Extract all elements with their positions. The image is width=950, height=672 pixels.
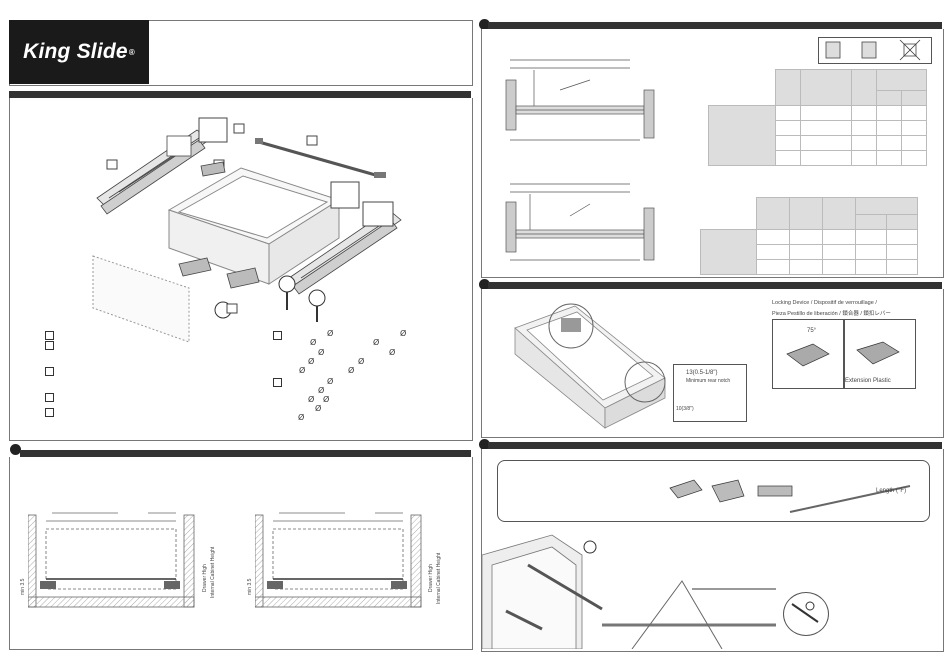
diameter-symbol: Ø (310, 338, 317, 347)
section-bullet (10, 444, 21, 455)
section-bullet (479, 19, 490, 30)
locking-title-line1: Locking Device / Dispositif de verrouill… (772, 300, 877, 306)
min-height-label-a: min 3.5 (20, 578, 26, 595)
spec-check-2 (45, 341, 54, 350)
drawer-box (167, 167, 341, 285)
notch-note-label: Minimum rear notch (686, 378, 731, 384)
spec-check-4 (45, 393, 54, 402)
extension-plastic-label: Extension Plastic (845, 378, 891, 384)
drawer-front (92, 255, 190, 343)
spec-table-b (700, 197, 918, 275)
cabinet-panel (9, 457, 473, 650)
slide-side-view-2 (505, 183, 655, 261)
screwdriver-icon (791, 601, 819, 623)
slide-side-view-1 (505, 59, 655, 141)
section-bar-install (488, 442, 942, 449)
section-bar-cabinet (20, 450, 471, 457)
drawer-locking-view (514, 303, 666, 429)
angle-label: 75° (807, 328, 817, 334)
diameter-symbol: Ø (400, 329, 407, 338)
diameter-symbol: Ø (348, 366, 355, 375)
section-bullet (479, 439, 490, 450)
drawer-height-label-b: Drawer High (428, 564, 434, 592)
min-height-label-b: min 3.5 (247, 578, 253, 595)
cabinet-height-label-b: Internal Cabinet Height (436, 552, 442, 604)
brand-reg-mark: ® (128, 47, 135, 57)
spec-check-3 (45, 367, 54, 376)
parts-strip (497, 460, 930, 522)
diameter-symbol: Ø (315, 404, 322, 413)
rod-length-label: Length (°F) (876, 488, 907, 494)
section-bullet (479, 279, 490, 290)
spec-check-7 (273, 378, 282, 387)
brand-name: King Slide (23, 40, 128, 63)
spec-check-6 (273, 331, 282, 340)
diameter-symbol: Ø (298, 413, 305, 422)
parts-strip-items (669, 479, 911, 513)
section-bar-dimensions (488, 22, 942, 29)
section-bar-assembly (9, 91, 471, 98)
diameter-symbol: Ø (318, 348, 325, 357)
cabinet-install-view (482, 534, 776, 649)
spec-table-a (708, 69, 927, 166)
diameter-symbol: Ø (358, 357, 365, 366)
notch-size-label: 13(0.5-1/8") (686, 370, 718, 376)
drawer-height-label-a: Drawer High (202, 564, 208, 592)
cabinet-cross-section-a (28, 512, 195, 608)
diameter-symbol: Ø (308, 357, 315, 366)
assembly-diagram (92, 117, 402, 343)
spec-check-1 (45, 331, 54, 340)
cabinet-height-label-a: Internal Cabinet Height (210, 546, 216, 598)
left-slide-rail (96, 129, 210, 215)
diameter-symbol: Ø (308, 395, 315, 404)
locking-device-parts (786, 341, 900, 367)
diameter-symbol: Ø (389, 348, 396, 357)
rear-notch-detail (673, 364, 747, 422)
diameter-symbol: Ø (299, 366, 306, 375)
diameter-symbol: Ø (373, 338, 380, 347)
diameter-symbol: Ø (318, 386, 325, 395)
locking-title-line2: Pieza Pestillo de liberación / 鎖合器 / 鎖扣レ… (772, 311, 891, 317)
right-slide-rail (288, 209, 402, 295)
spec-check-5 (45, 408, 54, 417)
notch-depth-label: 10(3/8") (676, 406, 694, 412)
brand-logo: King Slide® (9, 20, 149, 84)
screw-type-icons (825, 39, 921, 61)
section-bar-locking (488, 282, 942, 289)
cabinet-cross-section-b (255, 512, 422, 608)
diameter-symbol: Ø (327, 329, 334, 338)
diameter-symbol: Ø (327, 377, 334, 386)
diameter-symbol: Ø (323, 395, 330, 404)
sync-rod (258, 140, 380, 178)
